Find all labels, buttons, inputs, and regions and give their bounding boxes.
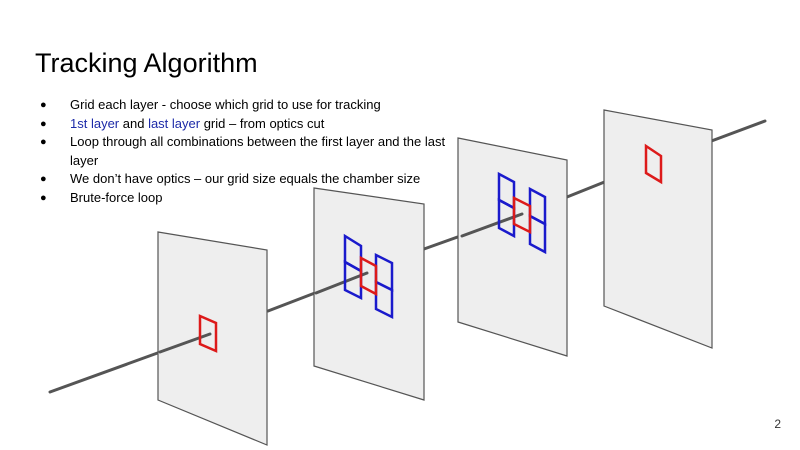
bullet-text: Grid each layer - choose which grid to u…	[70, 97, 381, 112]
bullet-item: ● We don’t have optics – our grid size e…	[40, 170, 450, 189]
slide-title: Tracking Algorithm	[35, 48, 258, 78]
bullet-list: ● Grid each layer - choose which grid to…	[40, 96, 450, 207]
bullet-item: ● Grid each layer - choose which grid to…	[40, 96, 450, 115]
detector-layer-3	[457, 137, 568, 357]
bullet-dot: ●	[40, 173, 47, 185]
bullet-text: Loop through all combinations between th…	[70, 134, 446, 168]
grid-layer-2	[343, 233, 394, 320]
grid-cell-red	[359, 255, 378, 297]
grid-cell-red-layer-1	[198, 314, 218, 353]
detector-layer-4	[603, 109, 713, 349]
bullet-item: ● Loop through all combinations between …	[40, 133, 450, 170]
track-on-layer-1	[158, 332, 212, 354]
first-layer-link: 1st layer	[70, 115, 120, 131]
bullet-item: ● 1st layer and last layer grid – from o…	[40, 115, 450, 134]
bullet-text: Brute-force loop	[70, 189, 163, 205]
detector-layer-1	[157, 231, 268, 446]
track-on-layer-2	[314, 271, 369, 295]
last-layer-link: last layer	[148, 115, 201, 131]
grid-cell-red-layer-4	[644, 143, 663, 185]
bullet-item: ● Brute-force loop	[40, 189, 450, 208]
grid-layer-3	[497, 171, 547, 255]
grid-cell-blue	[528, 213, 547, 255]
grid-cell-red	[512, 195, 532, 235]
grid-cell-blue	[374, 279, 394, 320]
detector-layer-2	[313, 187, 425, 401]
bullet-dot: ●	[40, 99, 47, 111]
grid-cell-blue	[343, 259, 363, 301]
page-number: 2	[774, 417, 781, 431]
bullet-text: grid – from optics cut	[200, 115, 325, 131]
bullet-dot: ●	[40, 136, 47, 148]
track-on-layer-3	[460, 212, 524, 238]
bullet-dot: ●	[40, 191, 47, 204]
bullet-dot: ●	[40, 117, 47, 130]
bullet-text: and	[119, 115, 149, 131]
bullet-text: We don’t have optics – our grid size equ…	[70, 171, 421, 186]
grid-cell-blue	[497, 197, 516, 239]
